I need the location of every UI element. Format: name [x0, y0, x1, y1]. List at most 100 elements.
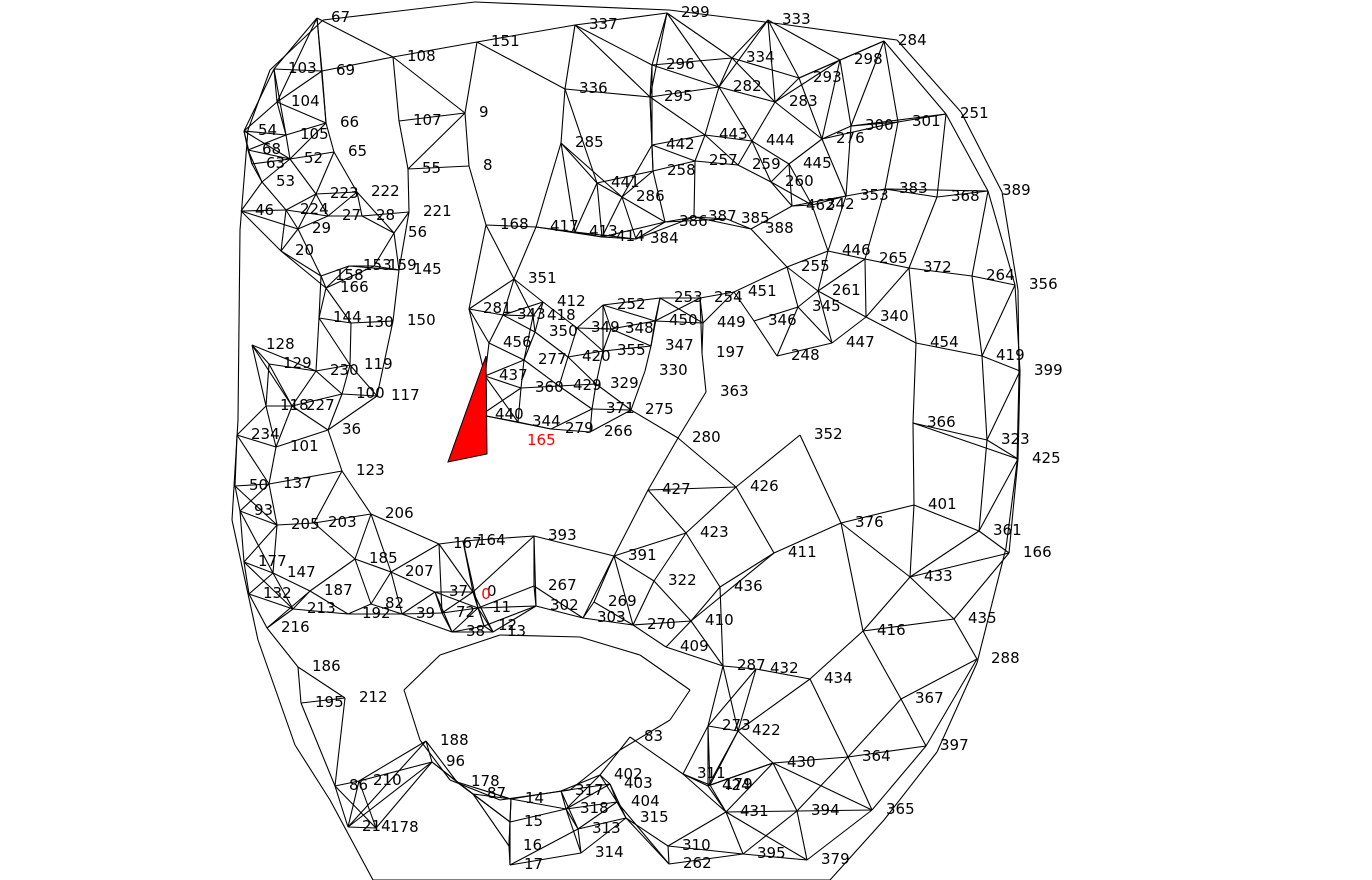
mesh-edge [817, 250, 829, 292]
vertex-label: 404 [631, 792, 660, 810]
vertex-label: 52 [304, 149, 323, 167]
mesh-edge [821, 125, 852, 140]
mesh-edge [315, 191, 358, 195]
vertex-label: 9 [479, 103, 489, 121]
mesh-edge [796, 809, 873, 812]
highlighted-face-triangle [447, 355, 488, 463]
mesh-edge [971, 275, 983, 357]
vertex-label: 300 [865, 116, 894, 134]
vertex-label: 210 [373, 771, 402, 789]
mesh-edge [576, 304, 604, 329]
mesh-edge [978, 458, 1019, 532]
vertex-labels: 6710310410554686353466966655222322422227… [249, 3, 1063, 873]
mesh-edge [502, 301, 544, 316]
vertex-label: 93 [254, 501, 273, 519]
vertex-label: 167 [453, 534, 482, 552]
mesh-edge [484, 375, 519, 423]
mesh-edge [292, 608, 349, 615]
mesh-edge [438, 543, 443, 614]
vertex-label: 334 [746, 48, 775, 66]
mesh-edge [912, 422, 915, 506]
vertex-label: 424 [722, 776, 751, 794]
mesh-edge [441, 607, 479, 614]
mesh-edge [373, 232, 395, 267]
vertex-label: 342 [826, 195, 855, 213]
vertex-label: 333 [782, 10, 811, 28]
vertex-label: 441 [611, 173, 640, 191]
mesh-edge [649, 96, 706, 136]
mesh-edge [347, 761, 433, 828]
mesh-edge [864, 258, 910, 269]
mesh-edge [550, 428, 591, 433]
mesh-edge [321, 56, 394, 72]
mesh-edge [533, 585, 584, 619]
vertex-label: 301 [912, 112, 941, 130]
mesh-edge [725, 762, 774, 813]
mesh-edge [602, 328, 612, 352]
mesh-edge [693, 216, 752, 230]
mesh-outline-edge [329, 799, 374, 880]
mesh-edge [431, 761, 474, 795]
mesh-edge [509, 852, 582, 866]
mesh-edge [864, 258, 867, 318]
vertex-label: 360 [535, 378, 564, 396]
mesh-outline-edge [668, 9, 782, 25]
mesh-edge [358, 761, 433, 782]
vertex-label: 213 [307, 599, 336, 617]
vertex-label: 257 [709, 151, 738, 169]
vertex-label: 447 [846, 333, 875, 351]
mesh-edge [273, 17, 318, 70]
mesh-edge [884, 188, 989, 192]
mesh-edge [850, 121, 899, 127]
vertex-label: 151 [491, 32, 520, 50]
mesh-outline-edge [474, 1, 670, 11]
mesh-edge [574, 24, 651, 98]
mesh-edge [651, 64, 720, 88]
mesh-edge [236, 434, 270, 485]
mouth-edge [403, 689, 421, 741]
mesh-edge [737, 140, 753, 166]
vertex-label: 222 [371, 182, 400, 200]
mesh-edge [468, 278, 515, 310]
mesh-edge [243, 561, 274, 574]
vertex-label: 282 [733, 77, 762, 95]
vertex-label: 128 [266, 335, 295, 353]
mesh-edge [644, 345, 652, 372]
mesh-edge [599, 774, 618, 803]
mesh-edge [981, 284, 1016, 357]
mesh-edge [502, 314, 536, 333]
mesh-edge [236, 434, 277, 448]
mesh-edge [682, 725, 709, 775]
vertex-label: 168 [500, 215, 529, 233]
mesh-edge [827, 250, 866, 260]
vertex-label: 417 [550, 217, 579, 235]
vertex-label: 451 [748, 282, 777, 300]
mesh-edge [685, 532, 721, 588]
mesh-edge [986, 439, 1019, 460]
mesh-edge [266, 627, 299, 668]
mesh-edge [272, 572, 294, 610]
mesh-edge [272, 524, 278, 574]
mesh-edge [651, 134, 706, 146]
mesh-edge [291, 370, 317, 407]
vertex-label: 414 [616, 227, 645, 245]
mesh-edge [677, 437, 737, 488]
mesh-edge [285, 193, 317, 211]
vertex-label: 418 [547, 306, 576, 324]
mesh-edge [502, 278, 515, 316]
mesh-edge [737, 164, 772, 183]
mesh-edge [613, 489, 649, 557]
mesh-edge [509, 808, 567, 823]
vertex-label: 371 [606, 399, 635, 417]
mesh-edge [318, 287, 327, 319]
vertex-label: 178 [471, 772, 500, 790]
vertex-label: 255 [801, 257, 830, 275]
mesh-outline-edge [780, 23, 898, 41]
vertex-label: 376 [855, 513, 884, 531]
mesh-edge [821, 59, 841, 140]
mesh-edge [564, 24, 576, 90]
vertex-label: 260 [785, 172, 814, 190]
mesh-edge [817, 258, 866, 292]
mesh-edge [635, 221, 666, 240]
mesh-edge [392, 41, 478, 58]
